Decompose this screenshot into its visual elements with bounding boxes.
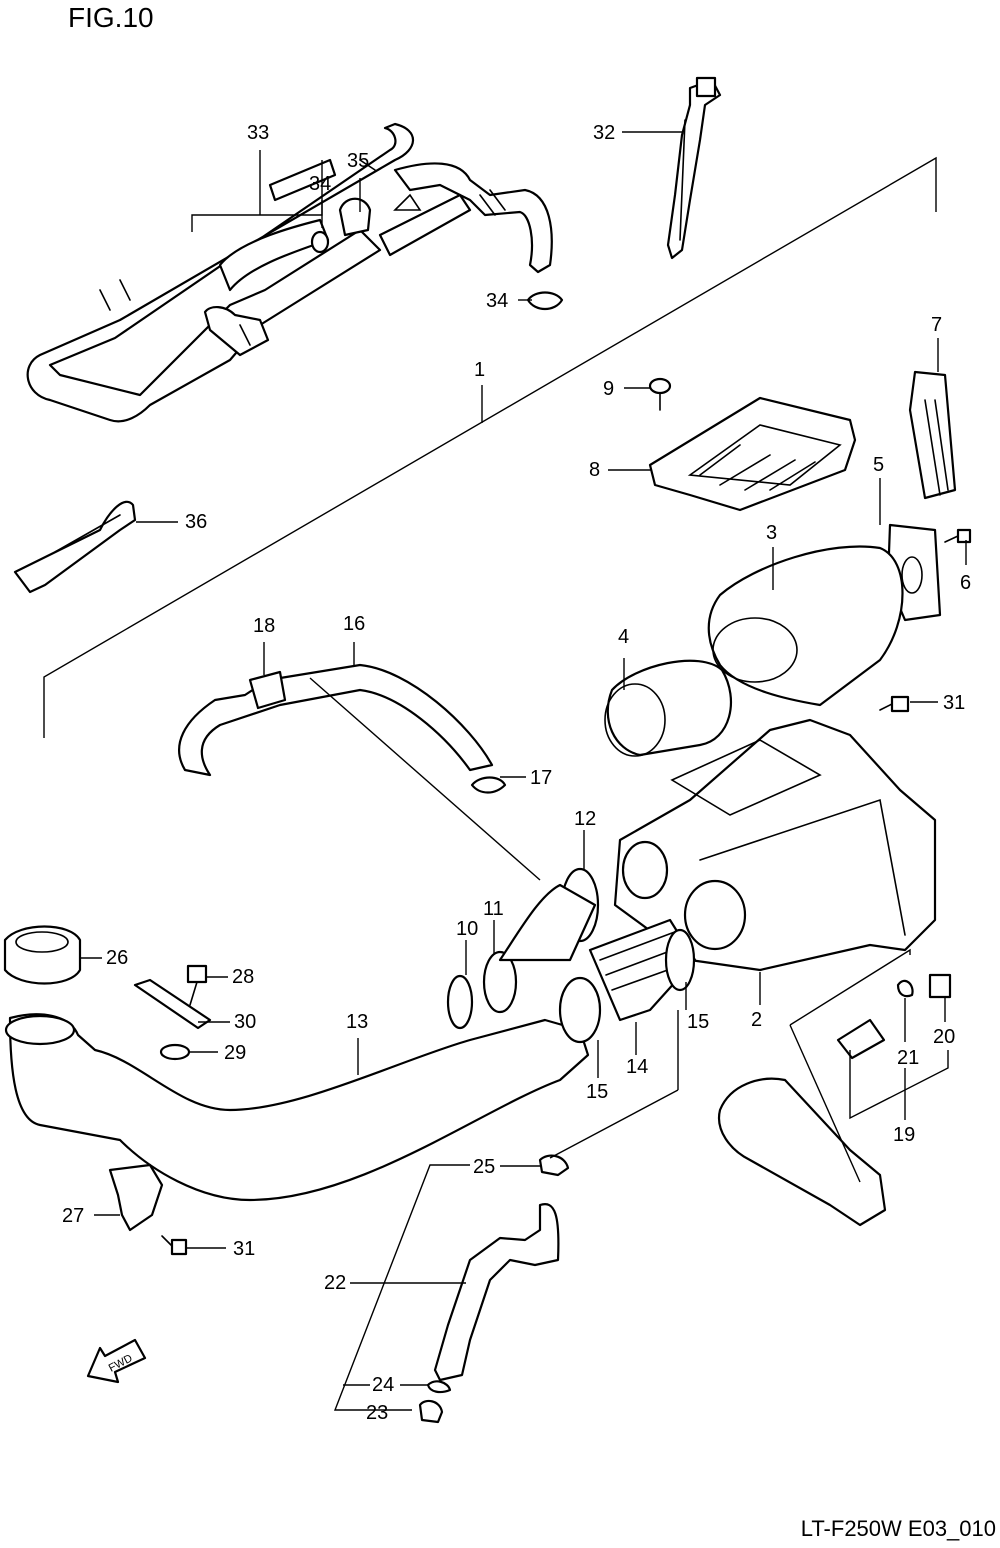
callout-15b: 15 [687,1011,709,1033]
filter-element-3 [707,545,904,707]
harness-band-32 [666,76,722,260]
ring-26 [3,925,82,985]
bracket-27 [108,1163,164,1232]
callout-34-upper: 34 [309,173,331,195]
plug-20 [928,973,952,999]
drain-hose-22 [433,1203,560,1382]
leader-lines [80,131,967,1411]
bolt-31-upper [879,695,910,713]
callout-22: 22 [324,1272,346,1294]
callout-25: 25 [473,1156,495,1178]
screw-9 [648,377,672,411]
callout-24: 24 [372,1374,394,1396]
callout-27: 27 [62,1205,84,1227]
clip-7 [908,370,957,500]
callout-18: 18 [253,615,275,637]
callout-30: 30 [234,1011,256,1033]
diagram-code: LT-F250W E03_010 [800,1516,996,1541]
figure-title: FIG.10 [68,2,154,33]
callout-32: 32 [593,122,615,144]
callout-12: 12 [574,808,596,830]
callout-11: 11 [483,898,504,920]
callout-36: 36 [185,511,207,533]
callout-2: 2 [751,1009,762,1031]
callout-10: 10 [456,918,478,940]
callout-labels: 1 2 3 4 5 6 7 8 9 10 11 12 13 14 15 15 1… [62,122,971,1424]
joint-ring-15 [558,928,696,1044]
callout-33: 33 [247,122,269,144]
joint-ring-10 [446,974,474,1030]
air-cleaner-cover-8 [648,396,857,512]
plate-30 [133,978,212,1030]
callout-35: 35 [347,150,369,172]
callout-19: 19 [893,1124,915,1146]
callout-23: 23 [366,1402,388,1424]
bolt-31-lower [161,1235,188,1256]
callout-7: 7 [931,314,942,336]
callout-31-lower: 31 [233,1238,255,1260]
callout-3: 3 [766,522,777,544]
drain-hose-19 [717,1018,887,1227]
callout-26: 26 [106,947,128,969]
band-36 [13,500,137,594]
clamp-21 [896,979,914,998]
air-cleaner-case-2 [613,718,937,972]
callout-15: 15 [586,1081,608,1103]
callout-34-lower: 34 [486,290,508,312]
breather-hose-set [26,122,553,423]
callout-17: 17 [530,767,552,789]
callout-6: 6 [960,572,971,594]
washer-29 [159,1043,191,1061]
callout-29: 29 [224,1042,246,1064]
joint-ring-12 [498,867,600,962]
callout-9: 9 [603,378,614,400]
callout-28: 28 [232,966,254,988]
assembly-group-outline [43,156,937,738]
callout-13: 13 [346,1011,368,1033]
callout-31-upper: 31 [943,692,965,714]
clamp-24 [426,1380,452,1394]
callout-20: 20 [933,1026,955,1048]
bolt-6 [944,528,972,544]
joint-ring-11 [482,950,518,1014]
intake-tube-13 [4,1013,590,1202]
callout-8: 8 [589,459,600,481]
outlet-hose-16 [178,663,507,794]
bolt-28 [186,964,208,1006]
callout-21: 21 [897,1047,919,1069]
clamp-25 [538,1154,570,1177]
callout-5: 5 [873,454,884,476]
callout-16: 16 [343,613,365,635]
clamp-23 [418,1399,444,1424]
inner-element-4 [604,659,733,757]
callout-14: 14 [626,1056,648,1078]
forward-arrow: FWD [86,1338,147,1384]
hose-clamp-34 [526,291,564,311]
callout-1: 1 [474,359,485,381]
callout-4: 4 [618,626,629,648]
